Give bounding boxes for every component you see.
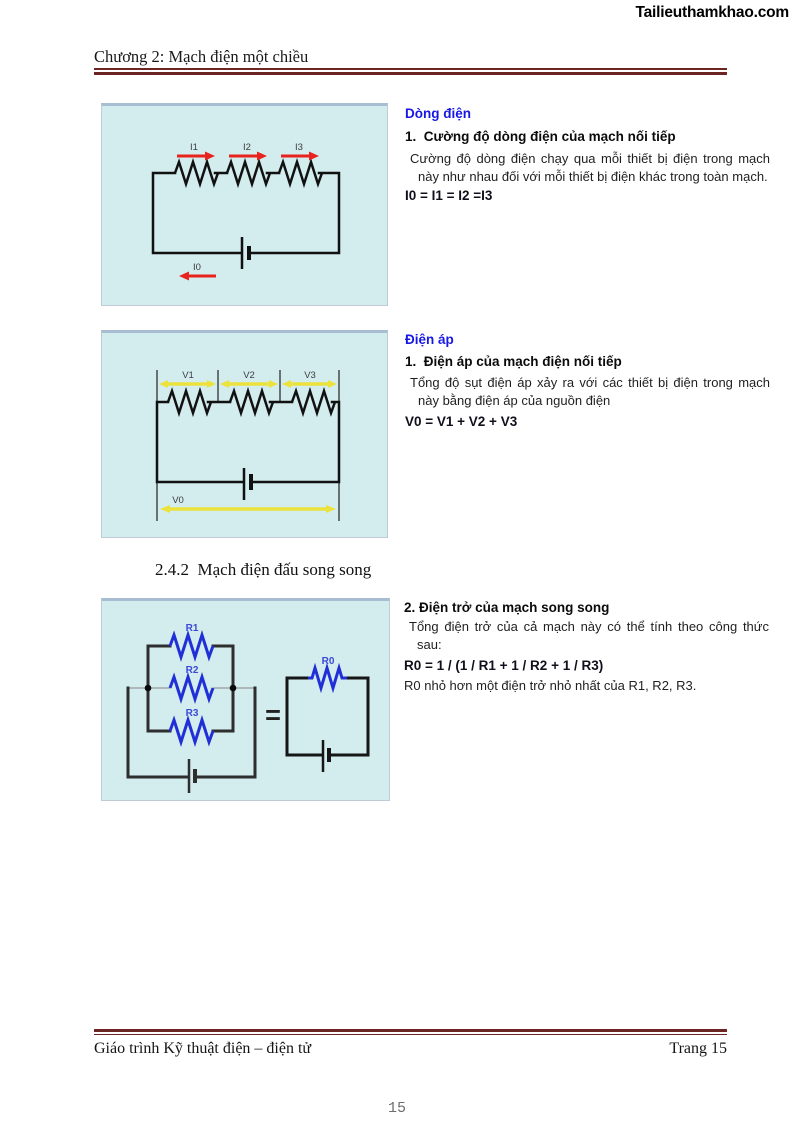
resistor-symbols [168, 630, 215, 747]
label-i0: I0 [193, 262, 201, 273]
current-body: Cường độ dòng điện chạy qua mỗi thiết bị… [410, 151, 770, 184]
figure-series-voltage: V1 V2 V3 V0 [101, 330, 388, 538]
label-v2: V2 [243, 370, 255, 381]
right-circuit: R0 [285, 656, 370, 772]
label-v3: V3 [304, 370, 316, 381]
footer-rule [94, 1029, 727, 1035]
label-r1: R1 [186, 623, 199, 634]
label-r2: R2 [186, 665, 199, 676]
resistor-symbols [166, 386, 337, 418]
resistance-body: Tổng điện trở của cả mạch này có thể tín… [409, 619, 769, 652]
label-v1: V1 [182, 370, 194, 381]
circuit-wires [151, 171, 341, 255]
battery-symbol [187, 759, 197, 793]
page-number: 15 [387, 1100, 406, 1117]
voltage-formula: V0 = V1 + V2 + V3 [405, 414, 518, 429]
measure-ticks [156, 370, 340, 521]
voltage-heading: Điện áp [405, 332, 454, 347]
label-r0: R0 [322, 656, 335, 667]
figure-series-current: I1 I2 I3 I0 [101, 103, 388, 306]
header-rule [94, 68, 727, 75]
equals-sign: = [265, 700, 281, 730]
voltage-subheading: 1. Điện áp của mạch điện nối tiếp [405, 354, 622, 369]
footer-left: Giáo trình Kỹ thuật điện – điện tử [94, 1040, 312, 1057]
current-arrows [177, 151, 319, 281]
series-current-diagram: I1 I2 I3 I0 [151, 142, 341, 281]
parallel-diagram: R1 R2 R3 = R0 [126, 623, 370, 793]
voltage-section: Điện áp 1. Điện áp của mạch điện nối tiế… [405, 330, 770, 431]
current-section: Dòng điện 1. Cường độ dòng điện của mạch… [405, 104, 770, 205]
label-r3: R3 [186, 708, 199, 719]
label-i2: I2 [243, 142, 251, 153]
current-formula: I0 = I1 = I2 =I3 [405, 188, 493, 203]
label-v0: V0 [172, 495, 184, 506]
series-voltage-diagram: V1 V2 V3 V0 [155, 370, 341, 521]
chapter-header: Chương 2: Mạch điện một chiều [94, 47, 309, 66]
left-circuit: R1 R2 R3 [126, 623, 257, 793]
label-i1: I1 [190, 142, 198, 153]
battery-symbol [321, 740, 331, 772]
voltage-arrows [159, 380, 337, 513]
label-i3: I3 [295, 142, 303, 153]
resistor-symbols [173, 157, 324, 189]
current-subheading: 1. Cường độ dòng điện của mạch nối tiếp [405, 129, 676, 144]
battery-symbol [242, 468, 253, 500]
resistance-note: R0 nhỏ hơn một điện trở nhỏ nhất của R1,… [404, 678, 697, 693]
current-heading: Dòng điện [405, 106, 471, 121]
voltage-body: Tổng độ sụt điện áp xảy ra với các thiết… [410, 375, 770, 408]
figure-parallel: R1 R2 R3 = R0 [101, 598, 390, 801]
junction-dot-right [229, 684, 237, 692]
resistance-subheading: 2. Điện trở của mạch song song [404, 600, 610, 615]
junction-dot-left [144, 684, 152, 692]
battery-symbol [240, 237, 251, 269]
watermark-text: Tailieuthamkhao.com [635, 4, 789, 21]
resistance-formula: R0 = 1 / (1 / R1 + 1 / R2 + 1 / R3) [404, 658, 604, 673]
parallel-section-heading: 2.4.2 Mạch điện đấu song song [155, 560, 372, 579]
footer: Giáo trình Kỹ thuật điện – điện tử Trang… [94, 1040, 727, 1058]
circuit-wires [155, 400, 341, 484]
resistor-symbol [308, 662, 347, 694]
resistance-section: 2. Điện trở của mạch song song Tổng điện… [404, 597, 769, 695]
footer-right: Trang 15 [669, 1040, 727, 1057]
